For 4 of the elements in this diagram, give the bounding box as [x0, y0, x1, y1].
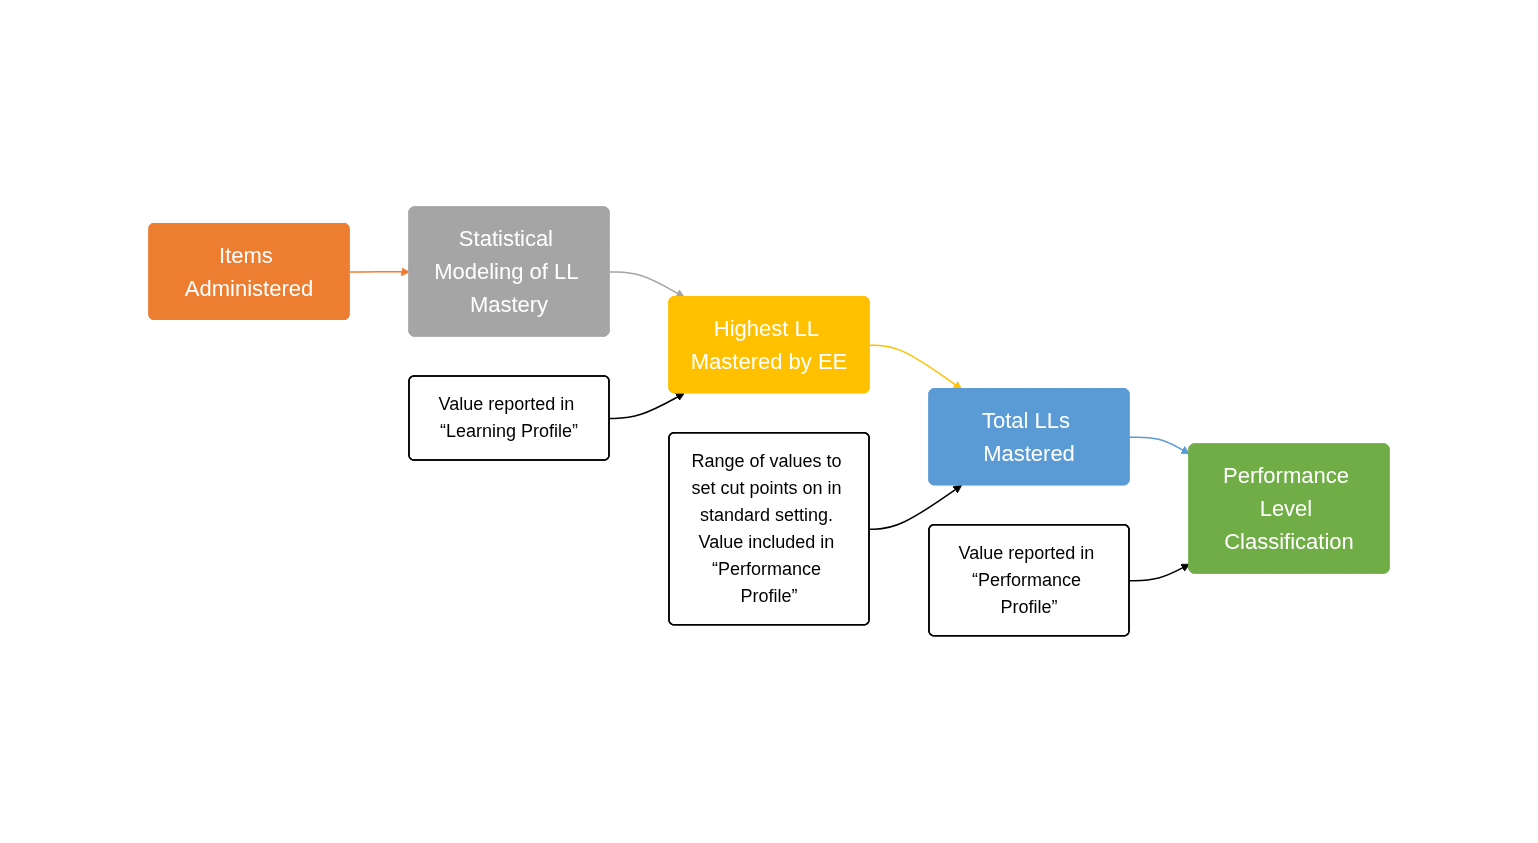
arrow [868, 344, 963, 390]
arrow [348, 267, 410, 277]
arrow [1128, 436, 1190, 455]
arrow [608, 271, 685, 298]
